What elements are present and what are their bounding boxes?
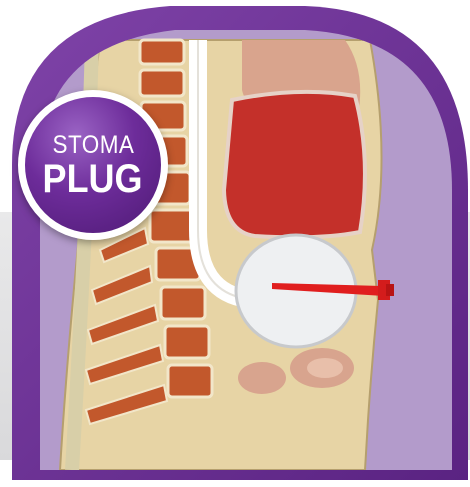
red-organ — [224, 92, 365, 238]
intestine-1 — [238, 362, 286, 394]
badge-line-1: STOMA — [52, 132, 134, 159]
badge-line-2: PLUG — [43, 159, 143, 199]
stoma-plug-badge: STOMA PLUG — [18, 90, 168, 240]
